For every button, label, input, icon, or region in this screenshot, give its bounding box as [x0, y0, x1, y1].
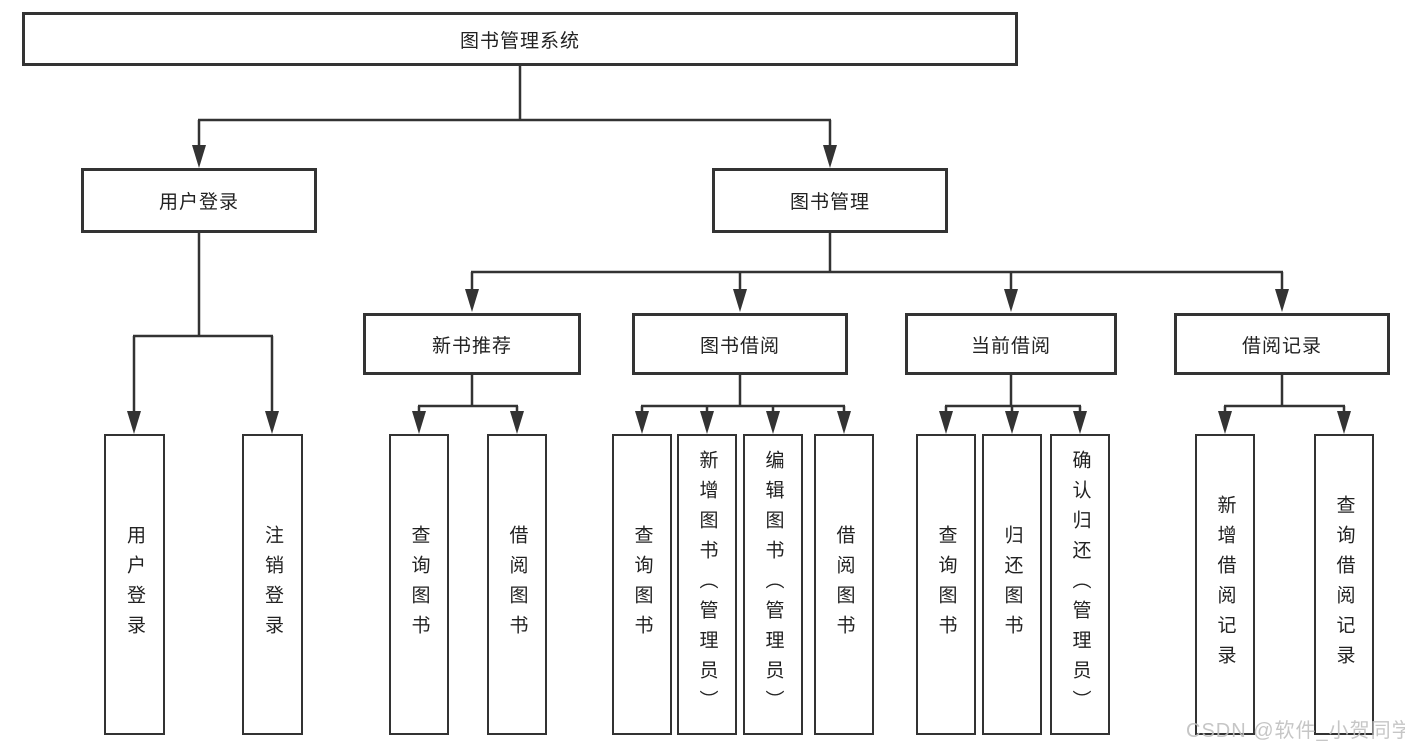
connector-user-login	[127, 233, 279, 434]
leaf-confirm-return-admin: 确认归还（管理员）	[1050, 434, 1110, 735]
watermark: CSDN @软件_小贺同学	[1186, 720, 1405, 742]
leaf-query-books-borrow: 查询图书	[612, 434, 672, 735]
leaf-query-borrow-record-label: 查询借阅记录	[1333, 494, 1355, 675]
node-new-book-recommend: 新书推荐	[363, 313, 581, 375]
connector-root	[192, 66, 837, 168]
leaf-add-book-admin-label: 新增图书（管理员）	[696, 449, 718, 720]
connector-current-borrow	[939, 375, 1087, 434]
leaf-logout-label: 注销登录	[262, 524, 283, 645]
leaf-return-book-label: 归还图书	[1001, 524, 1023, 645]
connector-borrow-records	[1218, 375, 1351, 434]
leaf-add-borrow-record: 新增借阅记录	[1195, 434, 1255, 735]
leaf-query-books-recommend: 查询图书	[389, 434, 449, 735]
node-root: 图书管理系统	[22, 12, 1018, 66]
leaf-return-book: 归还图书	[982, 434, 1042, 735]
connector-new-book-recommend	[412, 375, 524, 434]
connector-book-borrow	[635, 375, 851, 434]
leaf-edit-book-admin-label: 编辑图书（管理员）	[762, 449, 784, 720]
node-book-borrow: 图书借阅	[632, 313, 848, 375]
node-book-management-module: 图书管理	[712, 168, 948, 233]
leaf-add-borrow-record-label: 新增借阅记录	[1214, 494, 1236, 675]
leaf-borrow-books-borrow: 借阅图书	[814, 434, 874, 735]
leaf-query-books-current-label: 查询图书	[935, 524, 957, 645]
connector-book-management	[465, 233, 1289, 312]
leaf-user-login-label: 用户登录	[124, 524, 145, 645]
leaf-confirm-return-admin-label: 确认归还（管理员）	[1069, 449, 1091, 720]
leaf-query-borrow-record: 查询借阅记录	[1314, 434, 1374, 735]
leaf-logout: 注销登录	[242, 434, 303, 735]
node-borrow-records: 借阅记录	[1174, 313, 1390, 375]
leaf-query-books-current: 查询图书	[916, 434, 976, 735]
node-user-login-module: 用户登录	[81, 168, 317, 233]
leaf-borrow-books-recommend-label: 借阅图书	[506, 524, 528, 645]
leaf-borrow-books-recommend: 借阅图书	[487, 434, 547, 735]
leaf-user-login: 用户登录	[104, 434, 165, 735]
leaf-edit-book-admin: 编辑图书（管理员）	[743, 434, 803, 735]
leaf-query-books-recommend-label: 查询图书	[408, 524, 430, 645]
leaf-add-book-admin: 新增图书（管理员）	[677, 434, 737, 735]
node-current-borrow: 当前借阅	[905, 313, 1117, 375]
leaf-query-books-borrow-label: 查询图书	[631, 524, 653, 645]
leaf-borrow-books-borrow-label: 借阅图书	[833, 524, 855, 645]
